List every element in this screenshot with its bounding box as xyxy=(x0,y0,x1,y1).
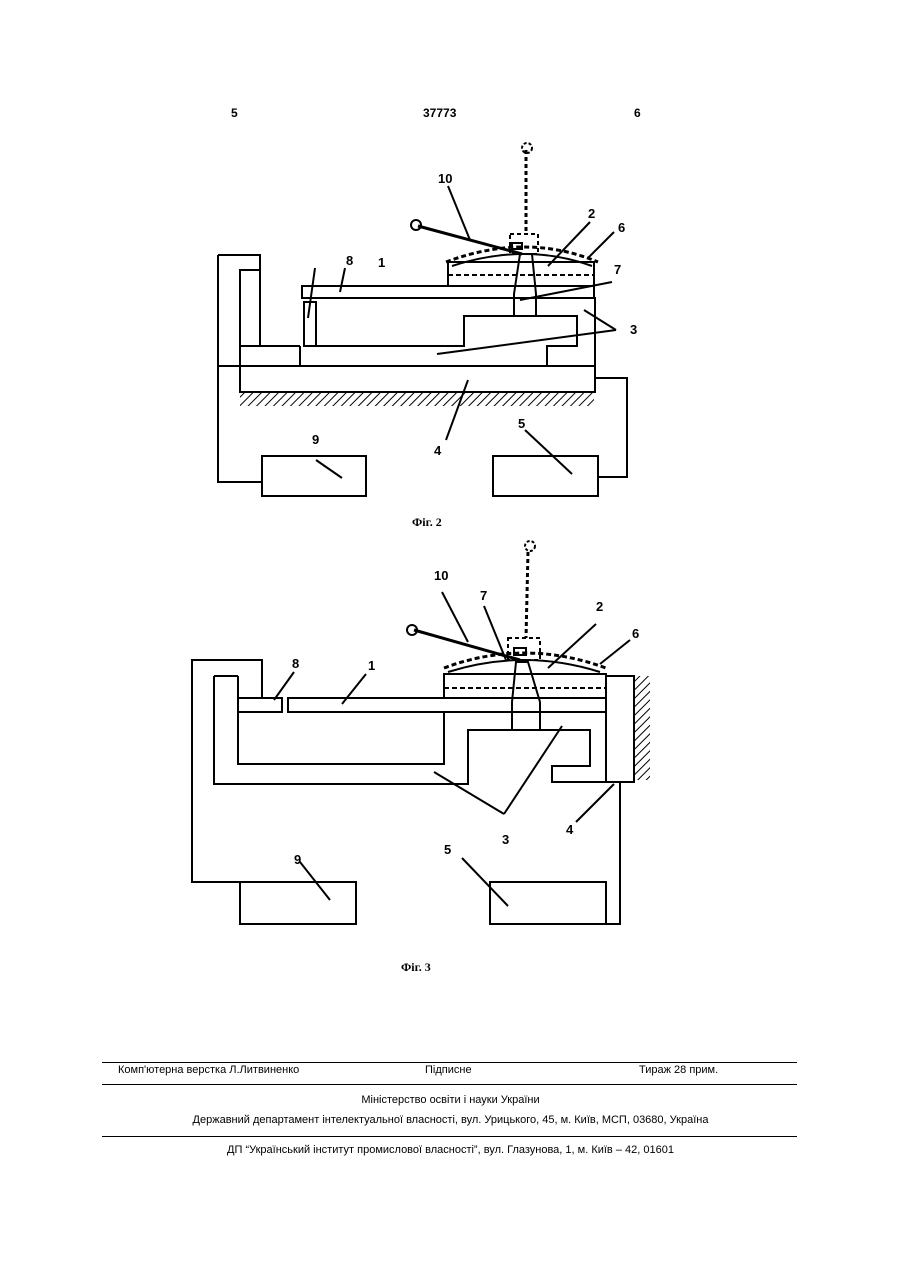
label-3: 3 xyxy=(630,322,637,337)
ministry-line: Міністерство освіти і науки України xyxy=(0,1094,901,1106)
figure-2-diagram: 10 2 6 7 8 1 3 4 5 9 xyxy=(0,0,901,540)
label-3: 3 xyxy=(502,832,509,847)
support-column xyxy=(606,676,634,782)
department-line: Державний департамент інтелектуальної вл… xyxy=(0,1114,901,1126)
label-7: 7 xyxy=(614,262,621,277)
block-5 xyxy=(493,456,598,496)
label-6: 6 xyxy=(632,626,639,641)
laser-source xyxy=(525,541,535,551)
block-9 xyxy=(240,882,356,924)
ground-hatch xyxy=(240,392,594,406)
wire-left xyxy=(218,366,300,482)
probe xyxy=(512,662,540,730)
label-9: 9 xyxy=(312,432,319,447)
label-4: 4 xyxy=(434,443,442,458)
element-8 xyxy=(238,698,282,712)
arm xyxy=(302,286,594,298)
figure-3-diagram: 10 7 2 6 8 1 3 4 5 9 xyxy=(0,530,901,970)
institute-line: ДП “Український інститут промислової вла… xyxy=(0,1144,901,1156)
wire-left xyxy=(192,660,262,882)
head-housing xyxy=(444,674,606,698)
laser-beam xyxy=(526,552,528,638)
wall-hatch xyxy=(634,676,650,780)
label-10: 10 xyxy=(438,171,452,186)
typesetting-credit: Комп'ютерна верстка Л.Литвиненко xyxy=(118,1064,299,1076)
wire-right xyxy=(595,378,627,477)
label-8: 8 xyxy=(292,656,299,671)
arm xyxy=(288,698,606,712)
label-4: 4 xyxy=(566,822,574,837)
label-1: 1 xyxy=(368,658,375,673)
footer-rule-top xyxy=(102,1062,797,1063)
label-5: 5 xyxy=(518,416,525,431)
holder-left xyxy=(240,270,260,346)
label-8: 8 xyxy=(346,253,353,268)
base-plate xyxy=(240,366,595,392)
figure-3-caption: Фіг. 3 xyxy=(401,960,431,975)
subscription-note: Підписне xyxy=(425,1064,472,1076)
label-2: 2 xyxy=(596,599,603,614)
label-1: 1 xyxy=(378,255,385,270)
circulation-note: Тираж 28 прим. xyxy=(639,1064,718,1076)
label-6: 6 xyxy=(618,220,625,235)
label-10: 10 xyxy=(434,568,448,583)
footer-rule-bottom xyxy=(102,1136,797,1137)
label-9: 9 xyxy=(294,852,301,867)
wire-right xyxy=(606,782,620,924)
block-9 xyxy=(262,456,366,496)
figure-2-caption: Фіг. 2 xyxy=(412,515,442,530)
label-2: 2 xyxy=(588,206,595,221)
footer-rule-middle xyxy=(102,1084,797,1085)
block-5 xyxy=(490,882,606,924)
label-5: 5 xyxy=(444,842,451,857)
label-7: 7 xyxy=(480,588,487,603)
